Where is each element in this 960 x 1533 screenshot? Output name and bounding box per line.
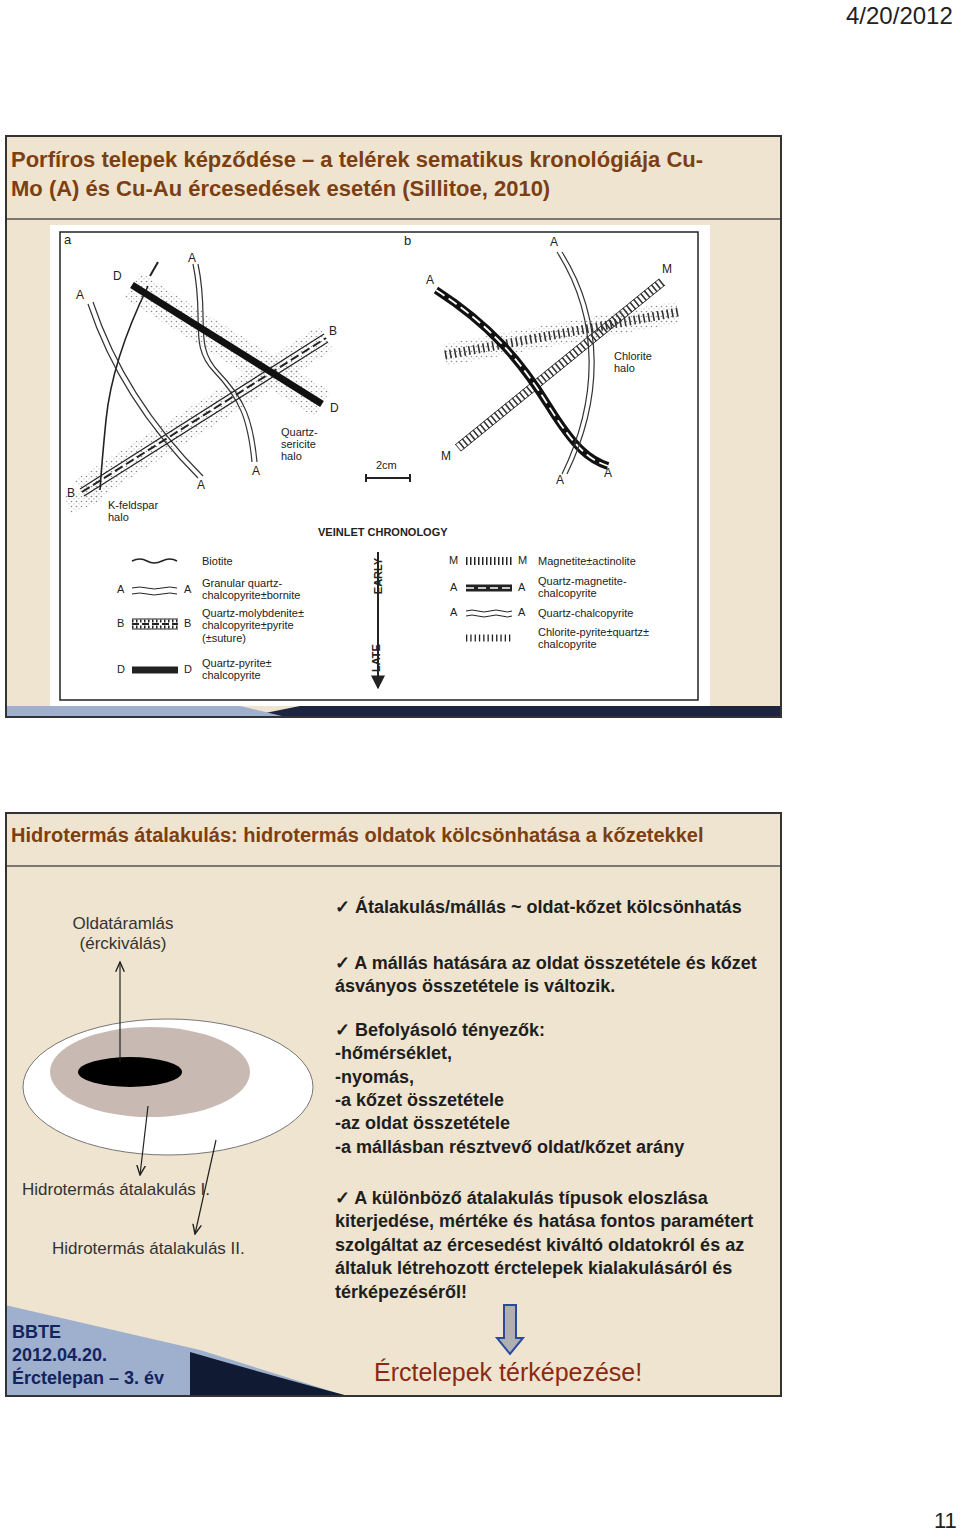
figure-label: A bbox=[550, 236, 558, 249]
figure-label: 2cm bbox=[376, 459, 397, 471]
figure-ground bbox=[50, 225, 710, 706]
veinlet-sketch-a bbox=[68, 262, 410, 505]
figure-label: A bbox=[450, 606, 457, 618]
figure-label: D bbox=[330, 402, 339, 415]
down-arrow bbox=[497, 1305, 523, 1354]
figure-label: A bbox=[117, 583, 124, 595]
veinlet-sketch-b bbox=[436, 252, 678, 474]
title-rule bbox=[5, 218, 782, 220]
figure-label: K-feldspar halo bbox=[108, 499, 170, 523]
slide-text: Oldatáramlás (érckiválás) bbox=[56, 914, 190, 953]
figure-label: M bbox=[518, 554, 527, 566]
figure-label: A bbox=[518, 581, 525, 593]
figure-label: LATE bbox=[370, 644, 382, 672]
slide-text: -nyomás, bbox=[335, 1066, 414, 1089]
figure-label: B bbox=[184, 617, 191, 629]
page-header: 4/20/2012 bbox=[846, 2, 953, 30]
figure-label: A bbox=[184, 583, 191, 595]
slide-text: 2012.04.20. bbox=[12, 1346, 107, 1366]
legend-text: Magnetite±actinolite bbox=[538, 555, 636, 567]
figure-label: Chlorite halo bbox=[614, 350, 662, 374]
figure-label: b bbox=[404, 234, 411, 248]
slide-text: -az oldat összetétele bbox=[335, 1112, 510, 1135]
title-rule bbox=[5, 865, 782, 867]
slide-text: ✓ A különböző átalakulás típusok eloszlá… bbox=[335, 1187, 775, 1304]
slide-wedge bbox=[190, 1352, 352, 1397]
slide-text: ✓ A mállás hatására az oldat összetétele… bbox=[335, 952, 775, 999]
slide-text: -hőmérséklet, bbox=[335, 1042, 452, 1065]
figure-label: M bbox=[441, 450, 451, 463]
figure-label: A bbox=[426, 274, 434, 287]
legend-text: Granular quartz-chalcopyrite±bornite bbox=[202, 577, 320, 602]
figure-label: A bbox=[604, 467, 612, 480]
legend-samples bbox=[132, 552, 512, 688]
figure-label: B bbox=[117, 617, 124, 629]
slide-panel bbox=[5, 135, 782, 718]
figure-label: B bbox=[67, 487, 75, 500]
figure-label: A bbox=[188, 252, 196, 265]
figure-frame bbox=[60, 232, 698, 700]
figure-label: D bbox=[117, 663, 125, 675]
slide-text: ✓ Átalakulás/mállás ~ oldat-kőzet kölcsö… bbox=[335, 896, 742, 919]
alteration-zones bbox=[23, 962, 313, 1234]
slide-title: Hidrotermás átalakulás: hidrotermás olda… bbox=[7, 814, 780, 848]
slide-text: -a mállásban résztvevő oldat/kőzet arány bbox=[335, 1136, 684, 1159]
figure-label: D bbox=[184, 663, 192, 675]
legend-text: Chlorite-pyrite±quartz± chalcopyrite bbox=[538, 626, 666, 651]
figure-label: A bbox=[197, 479, 205, 492]
slide-panel bbox=[5, 812, 782, 1397]
page-header: 11 bbox=[934, 1508, 957, 1533]
slide-text: BBTE bbox=[12, 1323, 61, 1343]
slide-text: Érctelepan – 3. év bbox=[12, 1369, 164, 1389]
figure-label: EARLY bbox=[372, 558, 384, 594]
slide-panel: Porfíros telepek képződése – a telérek s… bbox=[5, 135, 782, 718]
figure-label: D bbox=[113, 270, 122, 283]
figure-label: M bbox=[449, 554, 458, 566]
slide-text: ✓ Befolyásoló tényezők: bbox=[335, 1019, 545, 1042]
slide-text: Hidrotermás átalakulás I. bbox=[22, 1180, 210, 1200]
figure-label: B bbox=[329, 325, 337, 338]
figure-label: A bbox=[76, 289, 84, 302]
figure-label: A bbox=[450, 581, 457, 593]
figure-label: a bbox=[64, 233, 71, 247]
slide-text: -a kőzet összetétele bbox=[335, 1089, 504, 1112]
figure-label: Quartz-sericite halo bbox=[281, 426, 333, 462]
figure-label: M bbox=[662, 263, 672, 276]
legend-text: Quartz-chalcopyrite bbox=[538, 607, 633, 619]
slide-text: Hidrotermás átalakulás II. bbox=[52, 1239, 245, 1259]
slide-title: Porfíros telepek képződése – a telérek s… bbox=[7, 137, 717, 203]
legend-text: Quartz-molybdenite± chalcopyrite±pyrite … bbox=[202, 607, 320, 644]
figure-label: A bbox=[556, 474, 564, 487]
figure-label: VEINLET CHRONOLOGY bbox=[318, 526, 448, 538]
legend-text: Biotite bbox=[202, 555, 233, 567]
legend-text: Quartz-pyrite± chalcopyrite bbox=[202, 657, 294, 682]
figure-label: A bbox=[518, 606, 525, 618]
slide-text: Érctelepek térképezése! bbox=[374, 1358, 642, 1387]
figure-label: A bbox=[252, 465, 260, 478]
legend-text: Quartz-magnetite-chalcopyrite bbox=[538, 575, 648, 600]
